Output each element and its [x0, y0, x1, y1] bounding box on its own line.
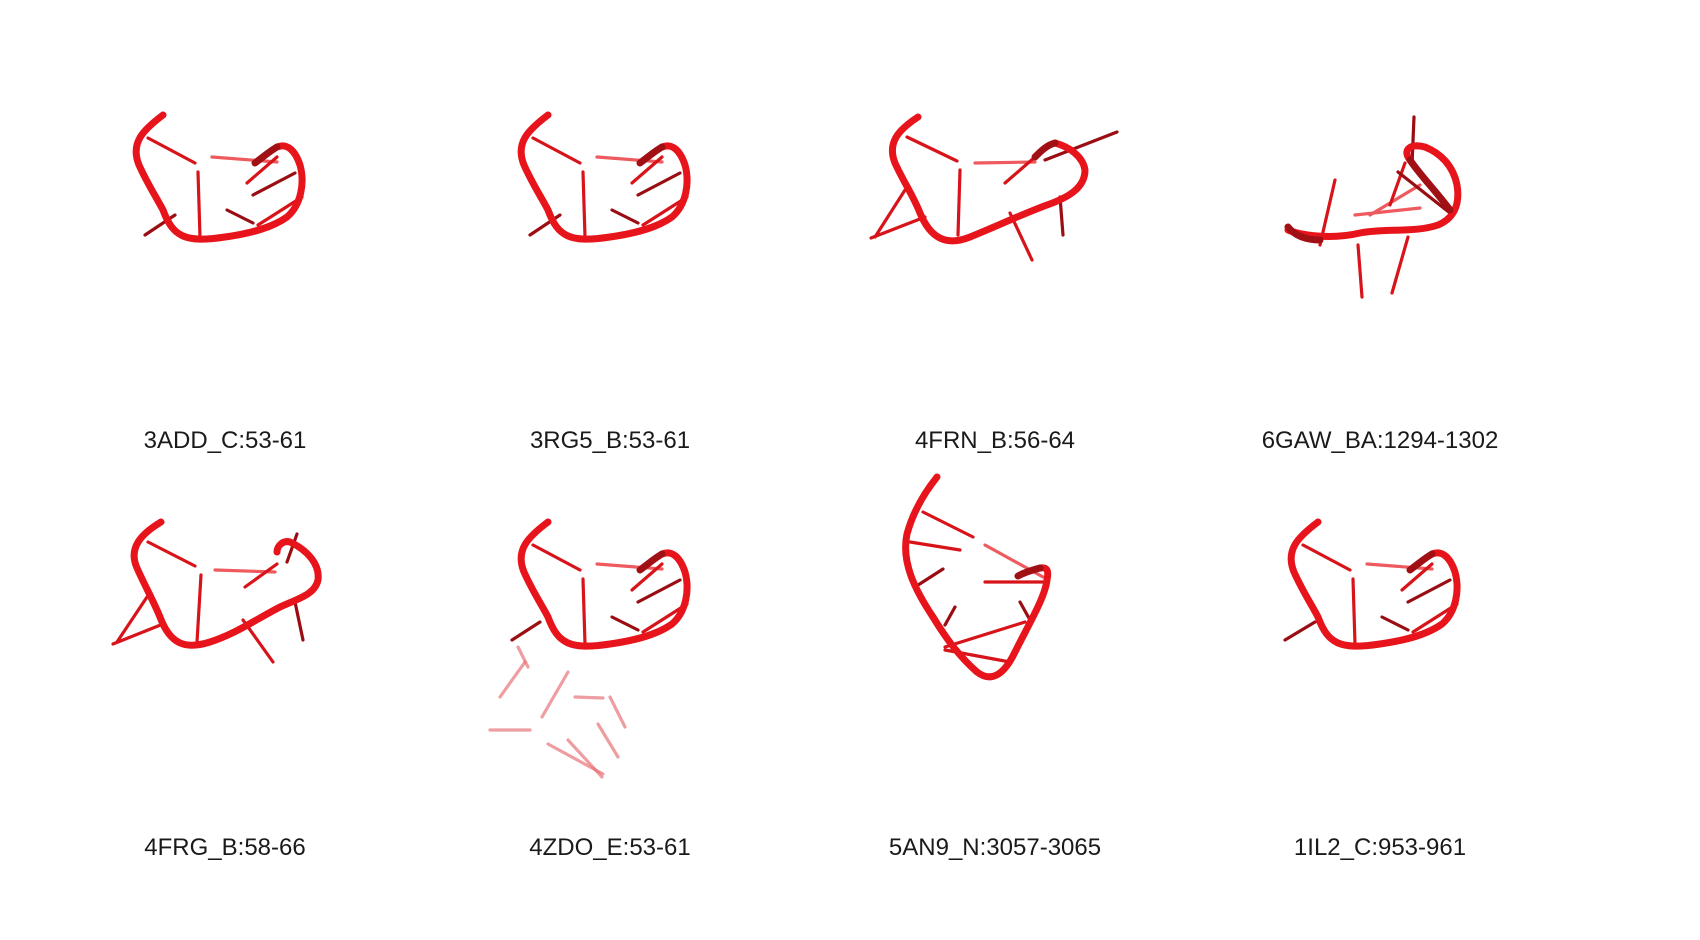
- rna-structure-render-7: [902, 473, 1052, 681]
- structure-panel-7: 5AN9_N:3057-3065: [785, 472, 1205, 912]
- rna-structure-render-3: [869, 113, 1119, 262]
- structure-panel-3: 4FRN_B:56-64: [785, 65, 1205, 505]
- rna-structure-render-4: [1284, 115, 1462, 299]
- structure-panel-4: 6GAW_BA:1294-1302: [1170, 65, 1590, 505]
- structure-panel-8: 1IL2_C:953-961: [1170, 472, 1590, 912]
- structure-panel-6: 4ZDO_E:53-61: [400, 472, 820, 912]
- structure-label: 4FRG_B:58-66: [144, 834, 306, 861]
- structure-label: 5AN9_N:3057-3065: [888, 834, 1102, 861]
- structure-label: 1IL2_C:953-961: [1293, 834, 1467, 861]
- rna-structure-render-1: [132, 111, 306, 243]
- structure-panel-1: 3ADD_C:53-61: [15, 65, 435, 505]
- structure-label: 6GAW_BA:1294-1302: [1261, 427, 1499, 454]
- rna-structure-render-2: [517, 111, 691, 243]
- rna-structure-render-5: [111, 518, 322, 664]
- structure-label: 4ZDO_E:53-61: [529, 834, 691, 861]
- structure-label: 3RG5_B:53-61: [529, 427, 691, 454]
- rna-structure-render-6: [488, 518, 691, 779]
- structure-label: 4FRN_B:56-64: [914, 427, 1076, 454]
- structure-panel-5: 4FRG_B:58-66: [15, 472, 435, 912]
- structure-label: 3ADD_C:53-61: [143, 427, 307, 454]
- rna-structure-render-8: [1283, 518, 1461, 650]
- structure-panel-2: 3RG5_B:53-61: [400, 65, 820, 505]
